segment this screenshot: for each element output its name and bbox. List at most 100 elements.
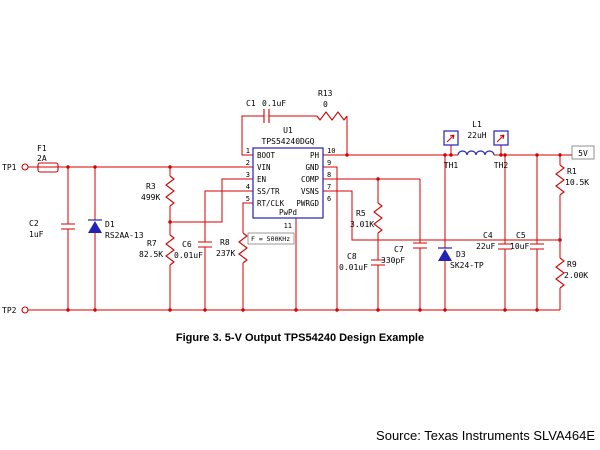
l1-value: 22uH bbox=[467, 131, 486, 140]
resistor-r7-symbol bbox=[165, 234, 175, 266]
ic-u1-body bbox=[252, 147, 324, 219]
r5-ref: R5 bbox=[356, 209, 366, 218]
freq-note-box bbox=[247, 232, 295, 245]
c7-ref: C7 bbox=[394, 245, 404, 254]
capacitor-c4-symbol bbox=[498, 243, 512, 250]
u1-pin7-num: 7 bbox=[327, 183, 331, 191]
u1-pin1-name: BOOT bbox=[257, 151, 276, 160]
c4-value: 22uF bbox=[476, 242, 495, 251]
u1-refdes: U1 bbox=[283, 126, 293, 135]
u1-pin5-name: RT/CLK bbox=[257, 199, 285, 208]
schematic-labels: TP1 TP2 F1 2A C2 1uF D1 RS2AA-13 R3 499K… bbox=[2, 89, 589, 315]
c6-ref: C6 bbox=[182, 240, 192, 249]
c2-value: 1uF bbox=[29, 230, 44, 239]
r13-value: 0 bbox=[323, 100, 328, 109]
u1-pin2-name: VIN bbox=[257, 163, 271, 172]
resistor-r8-symbol bbox=[238, 232, 248, 264]
u1-pad-name: PwPd bbox=[279, 208, 297, 217]
u1-pin10-name: PH bbox=[310, 151, 320, 160]
capacitor-c7-symbol bbox=[413, 242, 427, 249]
d3-ref: D3 bbox=[456, 250, 466, 259]
u1-pin9-num: 9 bbox=[327, 159, 331, 167]
d1-value: RS2AA-13 bbox=[105, 231, 144, 240]
c1-ref: C1 bbox=[246, 99, 256, 108]
wire-en bbox=[170, 178, 253, 223]
c8-ref: C8 bbox=[347, 252, 357, 261]
r7-value: 82.5K bbox=[139, 250, 163, 259]
u1-pin9-name: GND bbox=[305, 163, 319, 172]
wire-r8-branch bbox=[242, 202, 253, 310]
freq-note: F = 500KHz bbox=[251, 235, 290, 243]
resistor-r1-symbol bbox=[555, 164, 565, 196]
u1-pin4-num: 4 bbox=[246, 183, 250, 191]
u1-pin7-name: VSNS bbox=[301, 187, 320, 196]
th1-label: TH1 bbox=[444, 161, 459, 170]
wire-c6-branch bbox=[204, 190, 253, 310]
resistor-r9-symbol bbox=[555, 257, 565, 289]
u1-pin1-num: 1 bbox=[246, 147, 250, 155]
tp1-label: TP1 bbox=[2, 163, 17, 172]
u1-pad-num: 11 bbox=[284, 222, 292, 230]
tp1-terminal bbox=[21, 163, 29, 171]
component-symbols bbox=[21, 109, 595, 314]
u1-pin8-name: COMP bbox=[301, 175, 320, 184]
c6-value: 0.01uF bbox=[174, 251, 203, 260]
r8-value: 237K bbox=[216, 249, 235, 258]
c4-ref: C4 bbox=[483, 231, 493, 240]
resistor-r3-symbol bbox=[165, 175, 175, 207]
capacitor-c5-symbol bbox=[530, 243, 544, 250]
r1-ref: R1 bbox=[567, 167, 577, 176]
th2-label: TH2 bbox=[494, 161, 509, 170]
u1-pin8-num: 8 bbox=[327, 171, 331, 179]
vout-net-flag bbox=[571, 145, 595, 160]
fuse-f1-symbol bbox=[37, 162, 59, 173]
testhook-th1-symbol bbox=[443, 130, 459, 146]
u1-pin5-num: 5 bbox=[246, 195, 250, 203]
l1-ref: L1 bbox=[472, 120, 482, 129]
r13-ref: R13 bbox=[318, 89, 333, 98]
resistor-r13-symbol bbox=[316, 111, 348, 121]
u1-pin10-num: 10 bbox=[327, 147, 335, 155]
u1-pin3-name: EN bbox=[257, 175, 266, 184]
r3-value: 499K bbox=[141, 193, 160, 202]
wire-boot bbox=[241, 115, 348, 156]
u1-pin4-name: SS/TR bbox=[257, 187, 280, 196]
vout-net-label: 5V bbox=[578, 149, 588, 158]
r8-ref: R8 bbox=[220, 238, 230, 247]
diode-d3-symbol bbox=[438, 247, 452, 261]
tp2-label: TP2 bbox=[2, 306, 17, 315]
u1-pin6-name: PWRGD bbox=[296, 199, 319, 208]
c5-value: 10uF bbox=[510, 242, 529, 251]
junction-dots bbox=[66, 153, 562, 312]
r5-value: 3.01K bbox=[350, 220, 374, 229]
c2-ref: C2 bbox=[29, 219, 39, 228]
f1-ref: F1 bbox=[37, 144, 47, 153]
capacitor-c1-symbol bbox=[263, 109, 270, 123]
c5-ref: C5 bbox=[516, 231, 526, 240]
wire-gnd-pin bbox=[323, 166, 338, 310]
wire-vsns-feedback bbox=[323, 190, 560, 241]
r3-ref: R3 bbox=[146, 182, 156, 191]
c8-value: 0.01uF bbox=[339, 263, 368, 272]
c1-value: 0.1uF bbox=[262, 99, 286, 108]
u1-pin3-num: 3 bbox=[246, 171, 250, 179]
figure-caption: Figure 3. 5-V Output TPS54240 Design Exa… bbox=[175, 332, 425, 344]
u1-pin2-num: 2 bbox=[246, 159, 250, 167]
r9-ref: R9 bbox=[567, 260, 577, 269]
c7-value: 330pF bbox=[381, 256, 405, 265]
testhook-th2-symbol bbox=[493, 130, 509, 146]
source-attribution: Source: Texas Instruments SLVA464E bbox=[376, 428, 595, 443]
r1-value: 10.5K bbox=[565, 178, 589, 187]
resistor-r5-symbol bbox=[373, 202, 383, 234]
u1-part: TPS54240DGQ bbox=[262, 137, 315, 146]
capacitor-c8-symbol bbox=[371, 259, 385, 266]
inductor-l1-coil bbox=[457, 150, 495, 156]
u1-pin6-num: 6 bbox=[327, 195, 331, 203]
f1-value: 2A bbox=[37, 154, 47, 163]
d3-value: SK24-TP bbox=[450, 261, 484, 270]
capacitor-c2-symbol bbox=[61, 223, 75, 230]
r9-value: 2.00K bbox=[564, 271, 588, 280]
d1-ref: D1 bbox=[105, 220, 115, 229]
